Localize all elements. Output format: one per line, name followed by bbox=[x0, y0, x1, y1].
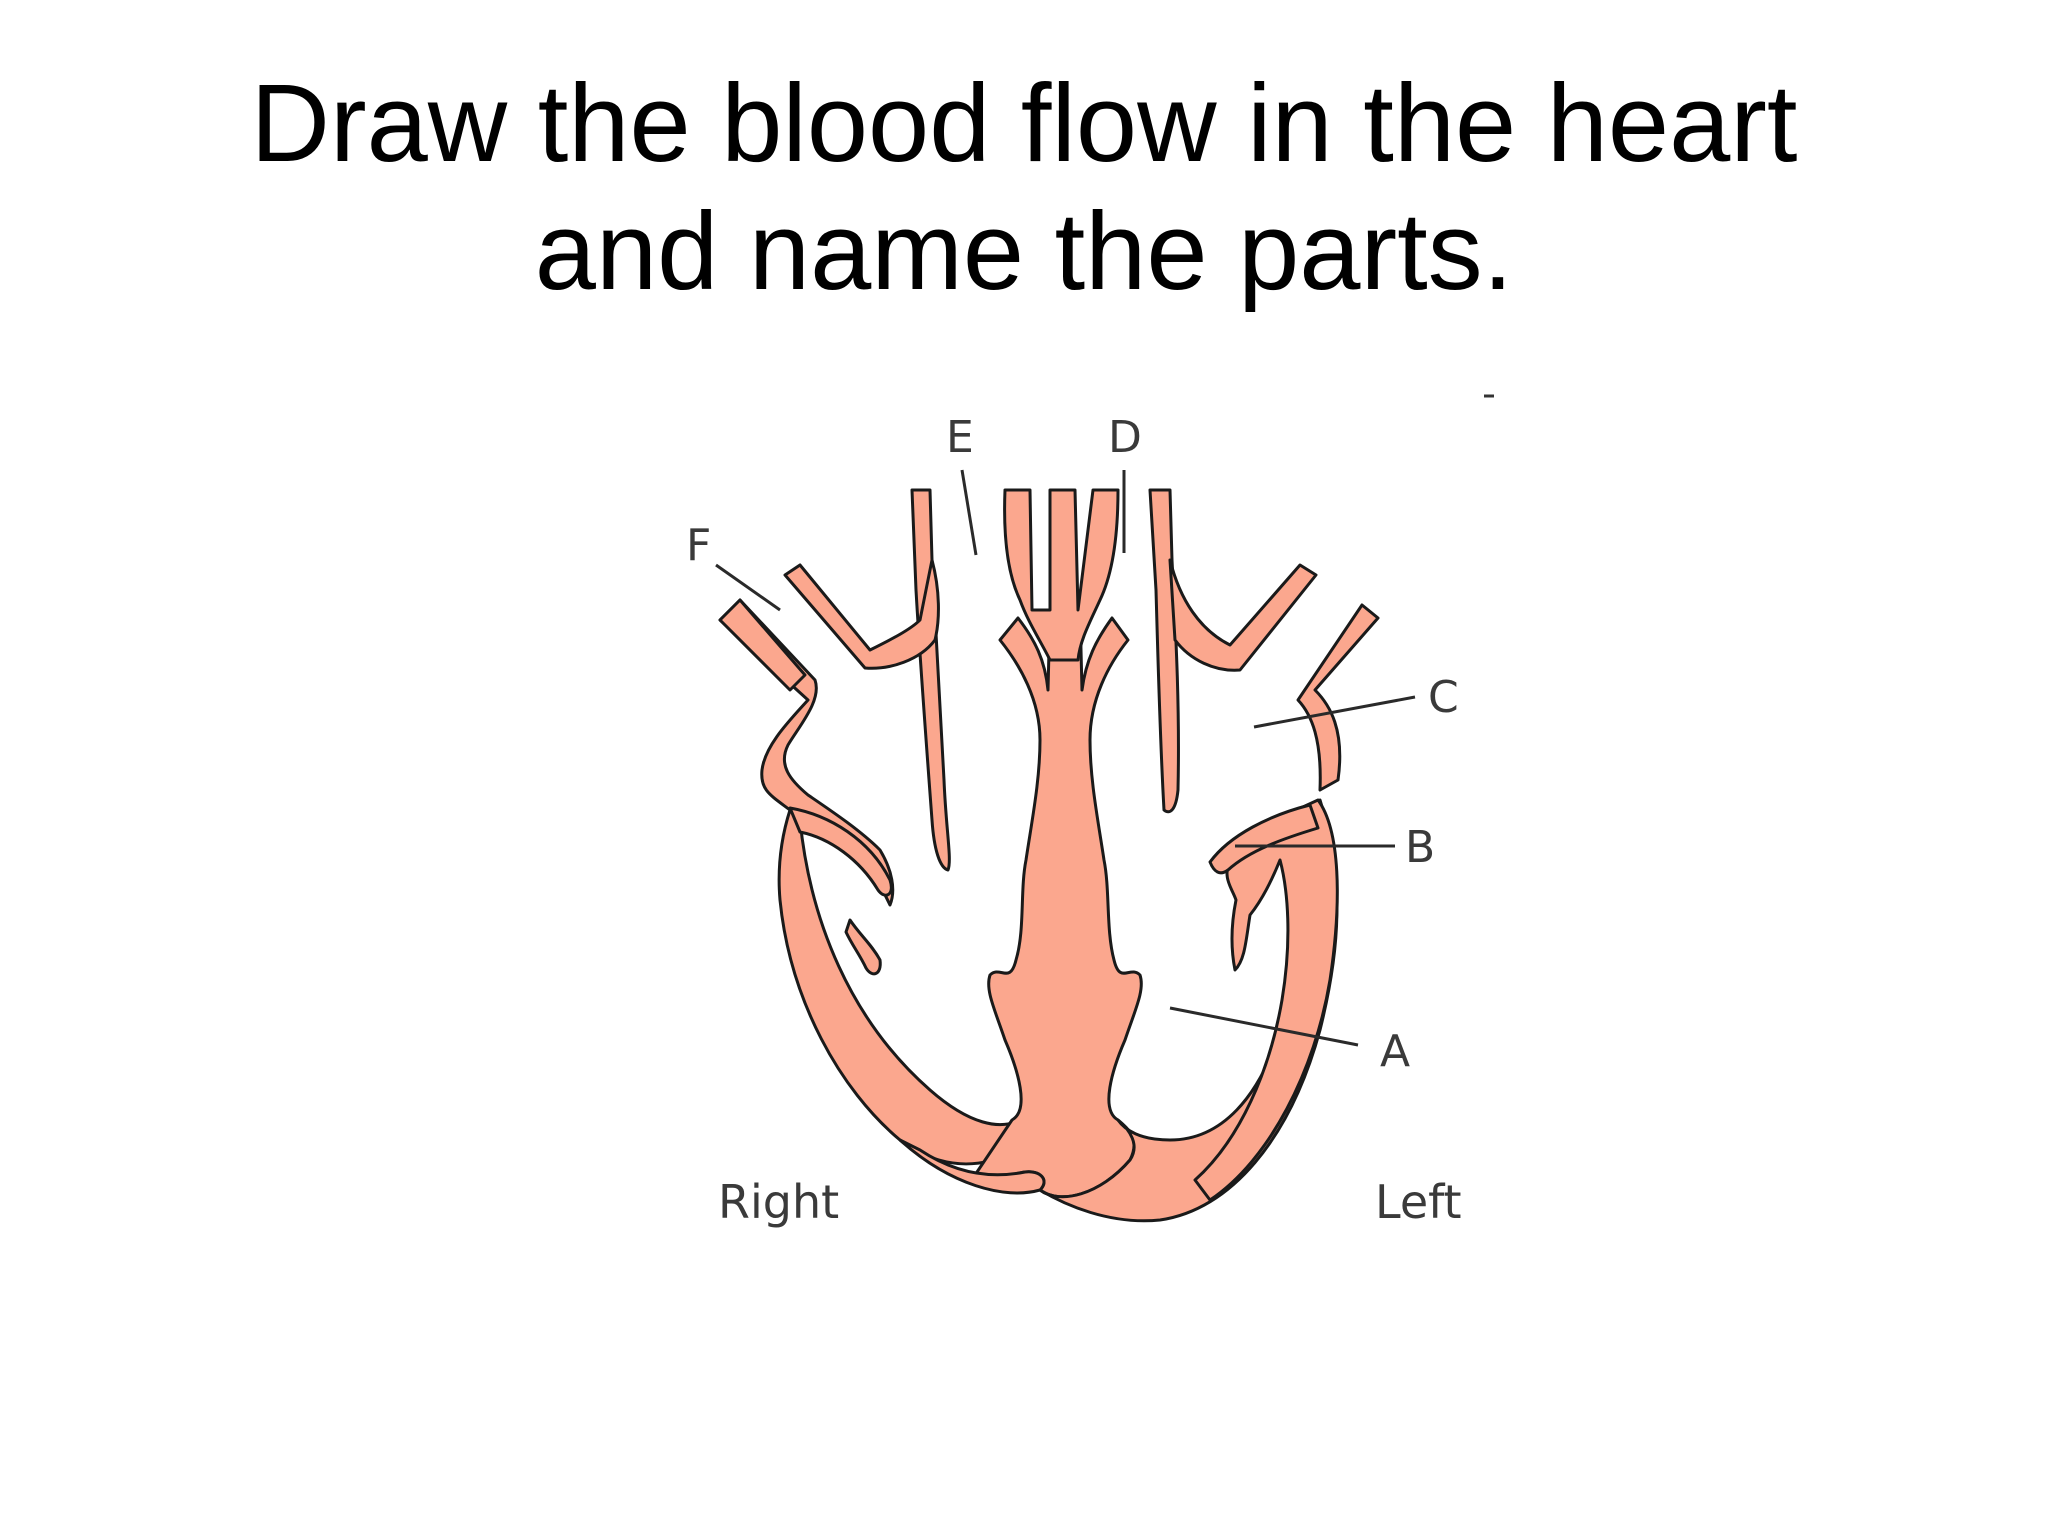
left-valve-flap bbox=[1208, 803, 1320, 875]
label-b: B bbox=[1405, 822, 1435, 873]
label-a: A bbox=[1380, 1026, 1410, 1077]
label-d: D bbox=[1108, 412, 1142, 463]
aortic-trunk bbox=[1003, 488, 1120, 662]
far-left-vessel bbox=[718, 598, 807, 692]
label-left-side: Left bbox=[1375, 1175, 1462, 1229]
label-f: F bbox=[686, 520, 711, 571]
leader-f bbox=[715, 563, 781, 612]
slide-title: Draw the blood flow in the heart and nam… bbox=[0, 60, 2048, 316]
leader-c bbox=[1253, 695, 1416, 729]
far-right-vessel bbox=[1296, 603, 1380, 792]
outer-heart-wall bbox=[718, 598, 1022, 1166]
label-e: E bbox=[946, 412, 974, 463]
left-ventricle-wall bbox=[1193, 798, 1339, 1202]
septum bbox=[973, 608, 1143, 1199]
label-c: C bbox=[1428, 672, 1459, 723]
pulmonary-branch-left bbox=[1168, 558, 1318, 672]
part-labels: E D F C B A bbox=[686, 412, 1459, 1077]
left-upper-vessel bbox=[1148, 488, 1180, 814]
leader-lines bbox=[715, 469, 1416, 1047]
label-right-side: Right bbox=[718, 1175, 839, 1229]
right-valve-flap bbox=[788, 806, 893, 897]
leader-e bbox=[960, 469, 978, 556]
heart-tissue bbox=[718, 488, 1380, 1223]
leader-a bbox=[1169, 1006, 1359, 1047]
right-wall-spur bbox=[844, 918, 882, 976]
title-line-1: Draw the blood flow in the heart bbox=[250, 62, 1798, 185]
right-upper-vessel bbox=[910, 488, 951, 872]
pulmonary-branch-right bbox=[783, 558, 940, 670]
title-line-2: and name the parts. bbox=[534, 190, 1514, 313]
